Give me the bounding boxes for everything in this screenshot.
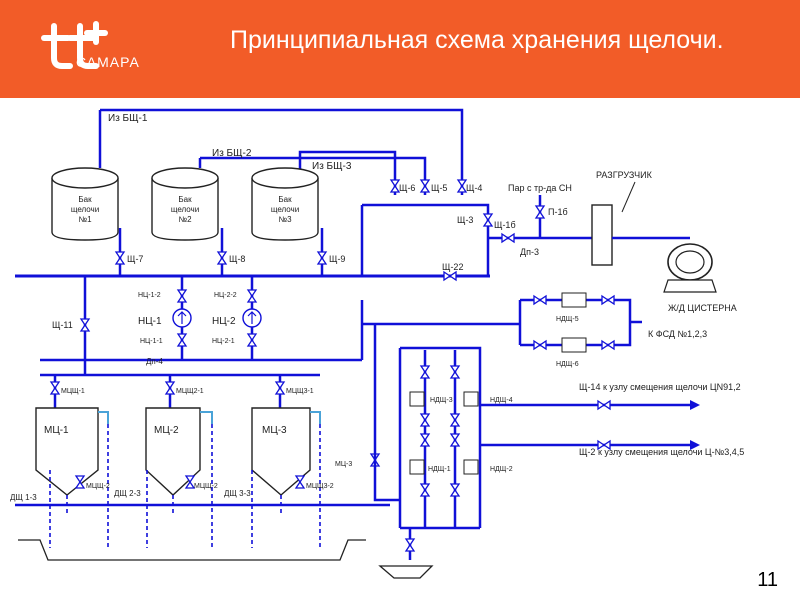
label-sch22: Щ-22: [442, 262, 463, 272]
header-banner: [0, 0, 800, 98]
valve-nc1-1[interactable]: [177, 333, 187, 347]
tank-3-label-a: Бак: [278, 195, 292, 204]
label-nc1: НЦ-1: [138, 316, 162, 327]
mixer-mc1: [35, 407, 99, 496]
label-ndsch2: НДЩ-2: [490, 466, 513, 473]
page-title: Принципиальная схема хранения щелочи.: [230, 26, 724, 54]
valve-nc2-2[interactable]: [247, 289, 257, 303]
label-line14: Щ-14 к узлу смещения щелочи ЦN91,2: [579, 382, 741, 392]
label-from-bsch1: Из БЩ-1: [108, 113, 148, 124]
tank-3-label-c: №3: [278, 215, 292, 224]
label-ndsch4: НДЩ-4: [490, 397, 513, 404]
tank-3: [251, 167, 319, 241]
label-to-fsd: К ФСД №1,2,3: [648, 329, 707, 339]
label-nc2: НЦ-2: [212, 316, 236, 327]
valve-p1b[interactable]: [535, 205, 545, 219]
tank-2-label-b: щелочи: [171, 205, 199, 214]
tank-1-label-b: щелочи: [71, 205, 99, 214]
mixer-mc3: [251, 407, 311, 496]
label-rail-tank: Ж/Д ЦИСТЕРНА: [668, 303, 737, 313]
label-sch11: Щ-11: [52, 320, 73, 330]
label-sch7: Щ-7: [127, 254, 143, 264]
label-sch5: Щ-5: [431, 183, 447, 193]
valve-msch1[interactable]: [50, 381, 60, 395]
valve-sch5[interactable]: [420, 179, 430, 193]
label-dp4: Дп-4: [146, 357, 163, 366]
logo-text: САМАРА: [76, 54, 140, 70]
label-nc1-2: НЦ-1-2: [138, 292, 161, 299]
tank-2-label-c: №2: [178, 215, 192, 224]
valve-sch22[interactable]: [443, 271, 457, 281]
valve-sch7[interactable]: [115, 251, 125, 265]
rail-tank: [663, 243, 717, 293]
valve-sch11[interactable]: [80, 318, 90, 332]
label-dsch1-3: ДЩ 1-3: [10, 493, 37, 502]
unloader-box: [591, 204, 613, 266]
drain-tray: [18, 539, 366, 561]
label-sch1b: Щ-1б: [494, 220, 516, 230]
label-dsch3-3: ДЩ 3-3: [224, 489, 251, 498]
label-sch3: Щ-3: [457, 215, 473, 225]
tank-1-label-a: Бак: [78, 195, 92, 204]
label-msch2-2: МЦЩ-2: [194, 483, 218, 490]
valve-msch2-1[interactable]: [165, 381, 175, 395]
label-mc3: МЦ-3: [262, 425, 287, 436]
label-msch2: МЦЩ-2: [86, 483, 110, 490]
label-ndsch6: НДЩ-6: [556, 361, 579, 368]
label-unloader: РАЗГРУЗЧИК: [596, 170, 653, 180]
label-sch9: Щ-9: [329, 254, 345, 264]
label-from-bsch3: Из БЩ-3: [312, 161, 352, 172]
label-msch3-1: МЦЩ3-1: [286, 388, 314, 395]
label-sch6: Щ-6: [399, 183, 415, 193]
label-from-bsch2: Из БЩ-2: [212, 148, 252, 159]
label-nc2-2: НЦ-2-2: [214, 292, 237, 299]
valve-sch4[interactable]: [457, 179, 467, 193]
tank-1-label-c: №1: [78, 215, 92, 224]
page-number: 11: [757, 569, 778, 591]
tank-1: [51, 167, 119, 241]
tank-3-label-b: щелочи: [271, 205, 299, 214]
tank-2: [151, 167, 219, 241]
label-ndsch3: НДЩ-3: [430, 397, 453, 404]
label-steam: Пар с тр-да СН: [508, 183, 572, 193]
label-sch4: Щ-4: [466, 183, 482, 193]
valve-sch8[interactable]: [217, 251, 227, 265]
label-nc1-1: НЦ-1-1: [140, 338, 163, 345]
pump-nc2: [242, 308, 262, 328]
tank-2-label-a: Бак: [178, 195, 192, 204]
label-sch8: Щ-8: [229, 254, 245, 264]
label-msch1: МЦЩ-1: [61, 388, 85, 395]
valve-msch3-1[interactable]: [275, 381, 285, 395]
valve-sch9[interactable]: [317, 251, 327, 265]
label-msch2-1: МЦЩ2-1: [176, 388, 204, 395]
valve-dp3[interactable]: [501, 233, 515, 243]
company-logo: [41, 21, 108, 69]
label-ndsch1: НДЩ-1: [428, 466, 451, 473]
label-msch3-line: МЦ-3: [335, 461, 352, 468]
pump-nc1: [172, 308, 192, 328]
label-ndsch5: НДЩ-5: [556, 316, 579, 323]
label-msch3-2: МЦЩ3-2: [306, 483, 334, 490]
valve-nc2-1[interactable]: [247, 333, 257, 347]
valve-sch6[interactable]: [390, 179, 400, 193]
mixer-mc2: [145, 407, 201, 496]
valve-nc1-2[interactable]: [177, 289, 187, 303]
drain-pit: [378, 565, 434, 579]
label-dsch2-3: ДЩ 2-3: [114, 489, 141, 498]
label-dp3: Дп-3: [520, 247, 539, 257]
label-mc2: МЦ-2: [154, 425, 179, 436]
label-mc1: МЦ-1: [44, 425, 69, 436]
label-line2: Щ-2 к узлу смещения щелочи Ц-№3,4,5: [579, 447, 744, 457]
label-p1b: П-1б: [548, 207, 568, 217]
valve-sch1b[interactable]: [483, 213, 493, 227]
label-nc2-1: НЦ-2-1: [212, 338, 235, 345]
